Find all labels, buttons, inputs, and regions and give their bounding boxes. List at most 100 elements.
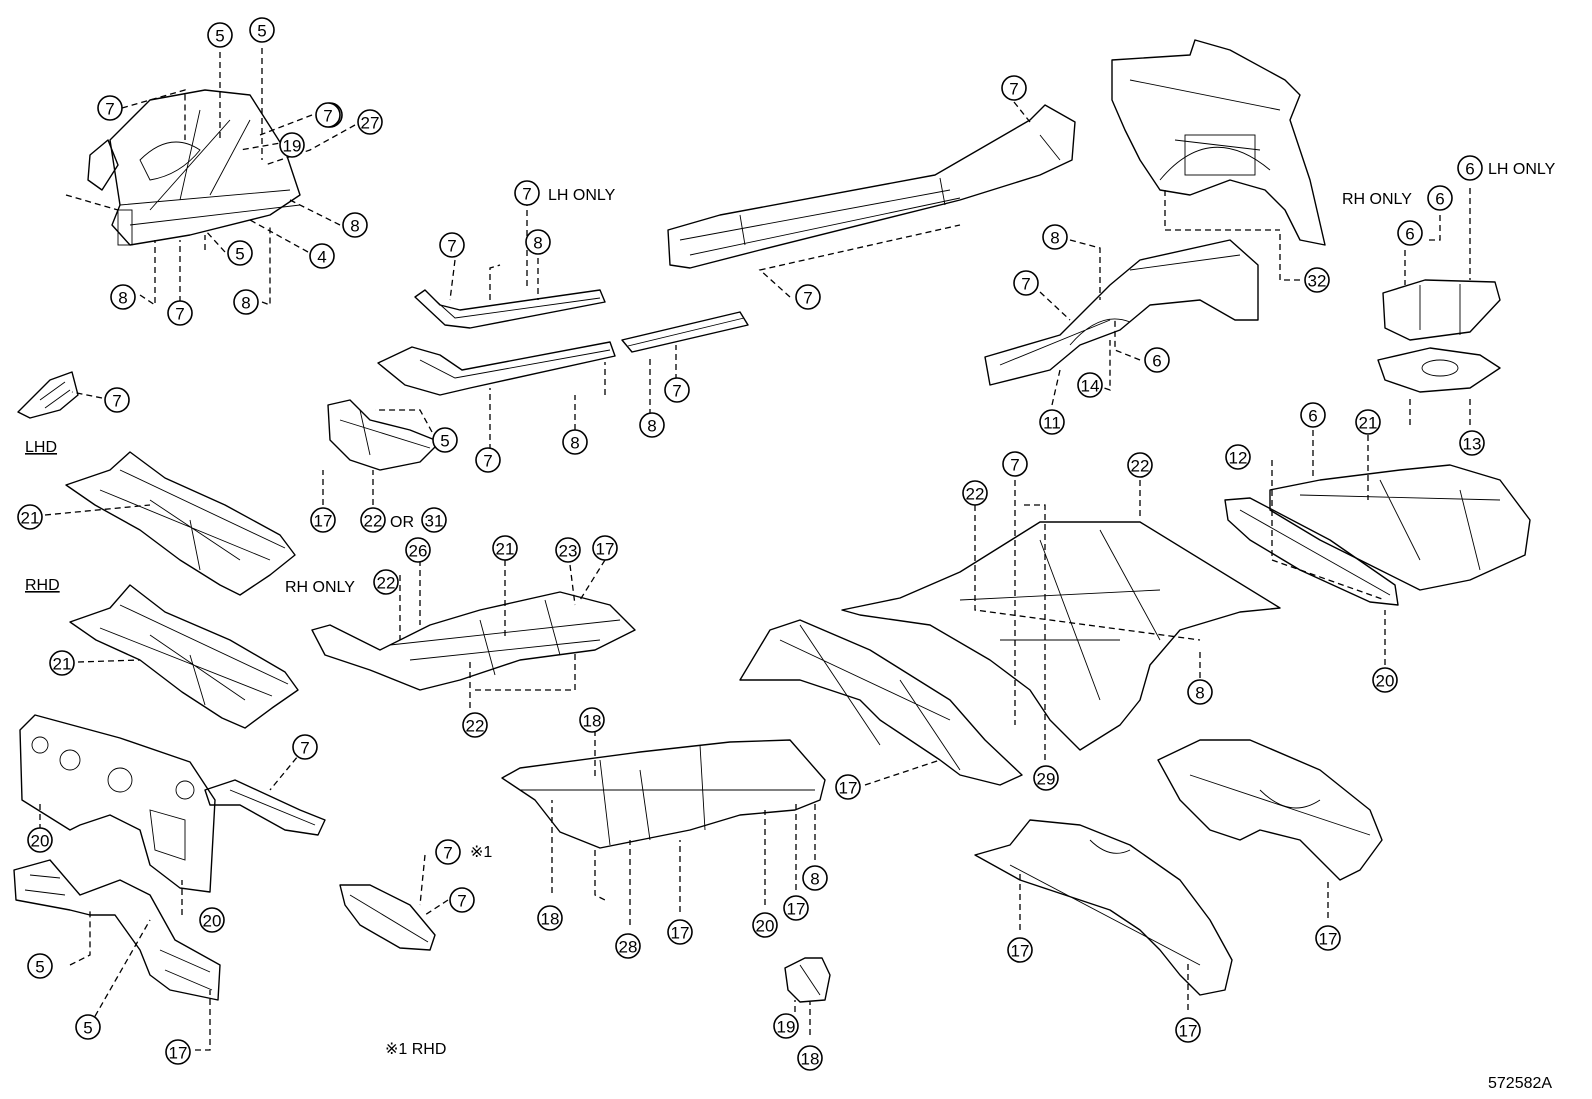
callout-circle — [360, 507, 386, 533]
callout-circle — [752, 912, 778, 938]
callout-number: 17 — [1319, 930, 1338, 949]
callout-6: 6 — [1427, 185, 1453, 211]
callout-number: 7 — [443, 844, 452, 863]
callout-20: 20 — [752, 912, 778, 938]
callout-circle — [373, 569, 399, 595]
callout-circle — [309, 243, 335, 269]
callout-circle — [1144, 347, 1170, 373]
callout-circle — [1225, 444, 1251, 470]
callout-22: 22 — [1127, 452, 1153, 478]
callout-5: 5 — [432, 427, 458, 453]
rear-bracket-lower — [1377, 347, 1501, 393]
callout-6: 6 — [1144, 347, 1170, 373]
callout-6: 6 — [1300, 402, 1326, 428]
callout-group: 5577192778548787778788751722317732666138… — [17, 17, 1485, 1071]
callout-23: 23 — [555, 537, 581, 563]
callout-number: 12 — [1229, 449, 1248, 468]
callout-8: 8 — [342, 212, 368, 238]
callout-5: 5 — [75, 1014, 101, 1040]
callout-number: 7 — [175, 305, 184, 324]
callout-circle — [27, 953, 53, 979]
callout-circle — [1002, 451, 1028, 477]
callout-circle — [49, 650, 75, 676]
cowl-panel-lhd — [65, 451, 296, 596]
callout-circle — [1427, 185, 1453, 211]
callout-circle — [555, 537, 581, 563]
callout-number: 17 — [314, 512, 333, 531]
footnote: ※1 RHD — [385, 1041, 446, 1058]
callout-7: 7 — [435, 839, 461, 865]
callout-number: 5 — [257, 22, 266, 41]
side-sill-inner — [739, 619, 1023, 786]
rear-wheelhouse-inner — [984, 239, 1259, 386]
label-note-mark: ※1 — [470, 844, 492, 861]
callout-7: 7 — [664, 377, 690, 403]
callout-29: 29 — [1033, 765, 1059, 791]
callout-number: 13 — [1463, 435, 1482, 454]
callout-8: 8 — [233, 289, 259, 315]
callout-circle — [1187, 679, 1213, 705]
callout-number: 5 — [235, 245, 244, 264]
callout-26: 26 — [405, 537, 431, 563]
callout-8: 8 — [110, 284, 136, 310]
callout-number: 8 — [118, 289, 127, 308]
callout-circle — [1175, 1017, 1201, 1043]
callout-number: 5 — [35, 958, 44, 977]
callout-number: 8 — [570, 434, 579, 453]
callout-number: 7 — [323, 107, 332, 126]
leader-lines — [39, 48, 1471, 1051]
label-or: OR — [390, 514, 414, 531]
callout-circle — [110, 284, 136, 310]
callout-number: 8 — [241, 294, 250, 313]
callout-17: 17 — [592, 535, 618, 561]
callout-17: 17 — [783, 895, 809, 921]
callout-circle — [1397, 220, 1423, 246]
callout-circle — [615, 933, 641, 959]
callout-17: 17 — [667, 919, 693, 945]
callout-circle — [104, 387, 130, 413]
callout-number: 7 — [483, 452, 492, 471]
callout-12: 12 — [1225, 444, 1251, 470]
callout-circle — [639, 412, 665, 438]
callout-17: 17 — [835, 774, 861, 800]
callout-number: 5 — [215, 27, 224, 46]
callout-number: 4 — [317, 248, 326, 267]
dash-panel — [19, 714, 216, 893]
callout-circle — [802, 865, 828, 891]
callout-circle — [435, 839, 461, 865]
small-bracket-left — [17, 371, 79, 419]
callout-number: 6 — [1435, 190, 1444, 209]
callout-circle — [207, 22, 233, 48]
label-lh-only-top: LH ONLY — [548, 187, 616, 204]
callout-circle — [315, 102, 341, 128]
callout-number: 20 — [756, 917, 775, 936]
callout-circle — [1007, 937, 1033, 963]
callout-circle — [667, 919, 693, 945]
callout-number: 18 — [583, 712, 602, 731]
callout-31: 31 — [421, 507, 447, 533]
callout-circle — [1355, 409, 1381, 435]
callout-7: 7 — [449, 887, 475, 913]
callout-21: 21 — [49, 650, 75, 676]
callout-number: 29 — [1037, 770, 1056, 789]
callout-number: 19 — [777, 1018, 796, 1037]
callout-circle — [167, 300, 193, 326]
callout-number: 8 — [647, 417, 656, 436]
callout-7: 7 — [1001, 75, 1027, 101]
callout-circle — [592, 535, 618, 561]
callout-number: 20 — [1376, 672, 1395, 691]
callout-22: 22 — [360, 507, 386, 533]
callout-circle — [514, 180, 540, 206]
callout-circle — [1300, 402, 1326, 428]
callout-number: 8 — [810, 870, 819, 889]
front-floor-bracket — [327, 399, 441, 471]
callout-circle — [227, 240, 253, 266]
callout-circle — [795, 284, 821, 310]
callout-circle — [1304, 267, 1330, 293]
callout-number: 17 — [787, 900, 806, 919]
callout-number: 27 — [361, 114, 380, 133]
dash-cross-member — [204, 779, 326, 836]
rocker-outer — [377, 341, 616, 396]
callout-number: 7 — [1009, 80, 1018, 99]
callout-8: 8 — [1187, 679, 1213, 705]
